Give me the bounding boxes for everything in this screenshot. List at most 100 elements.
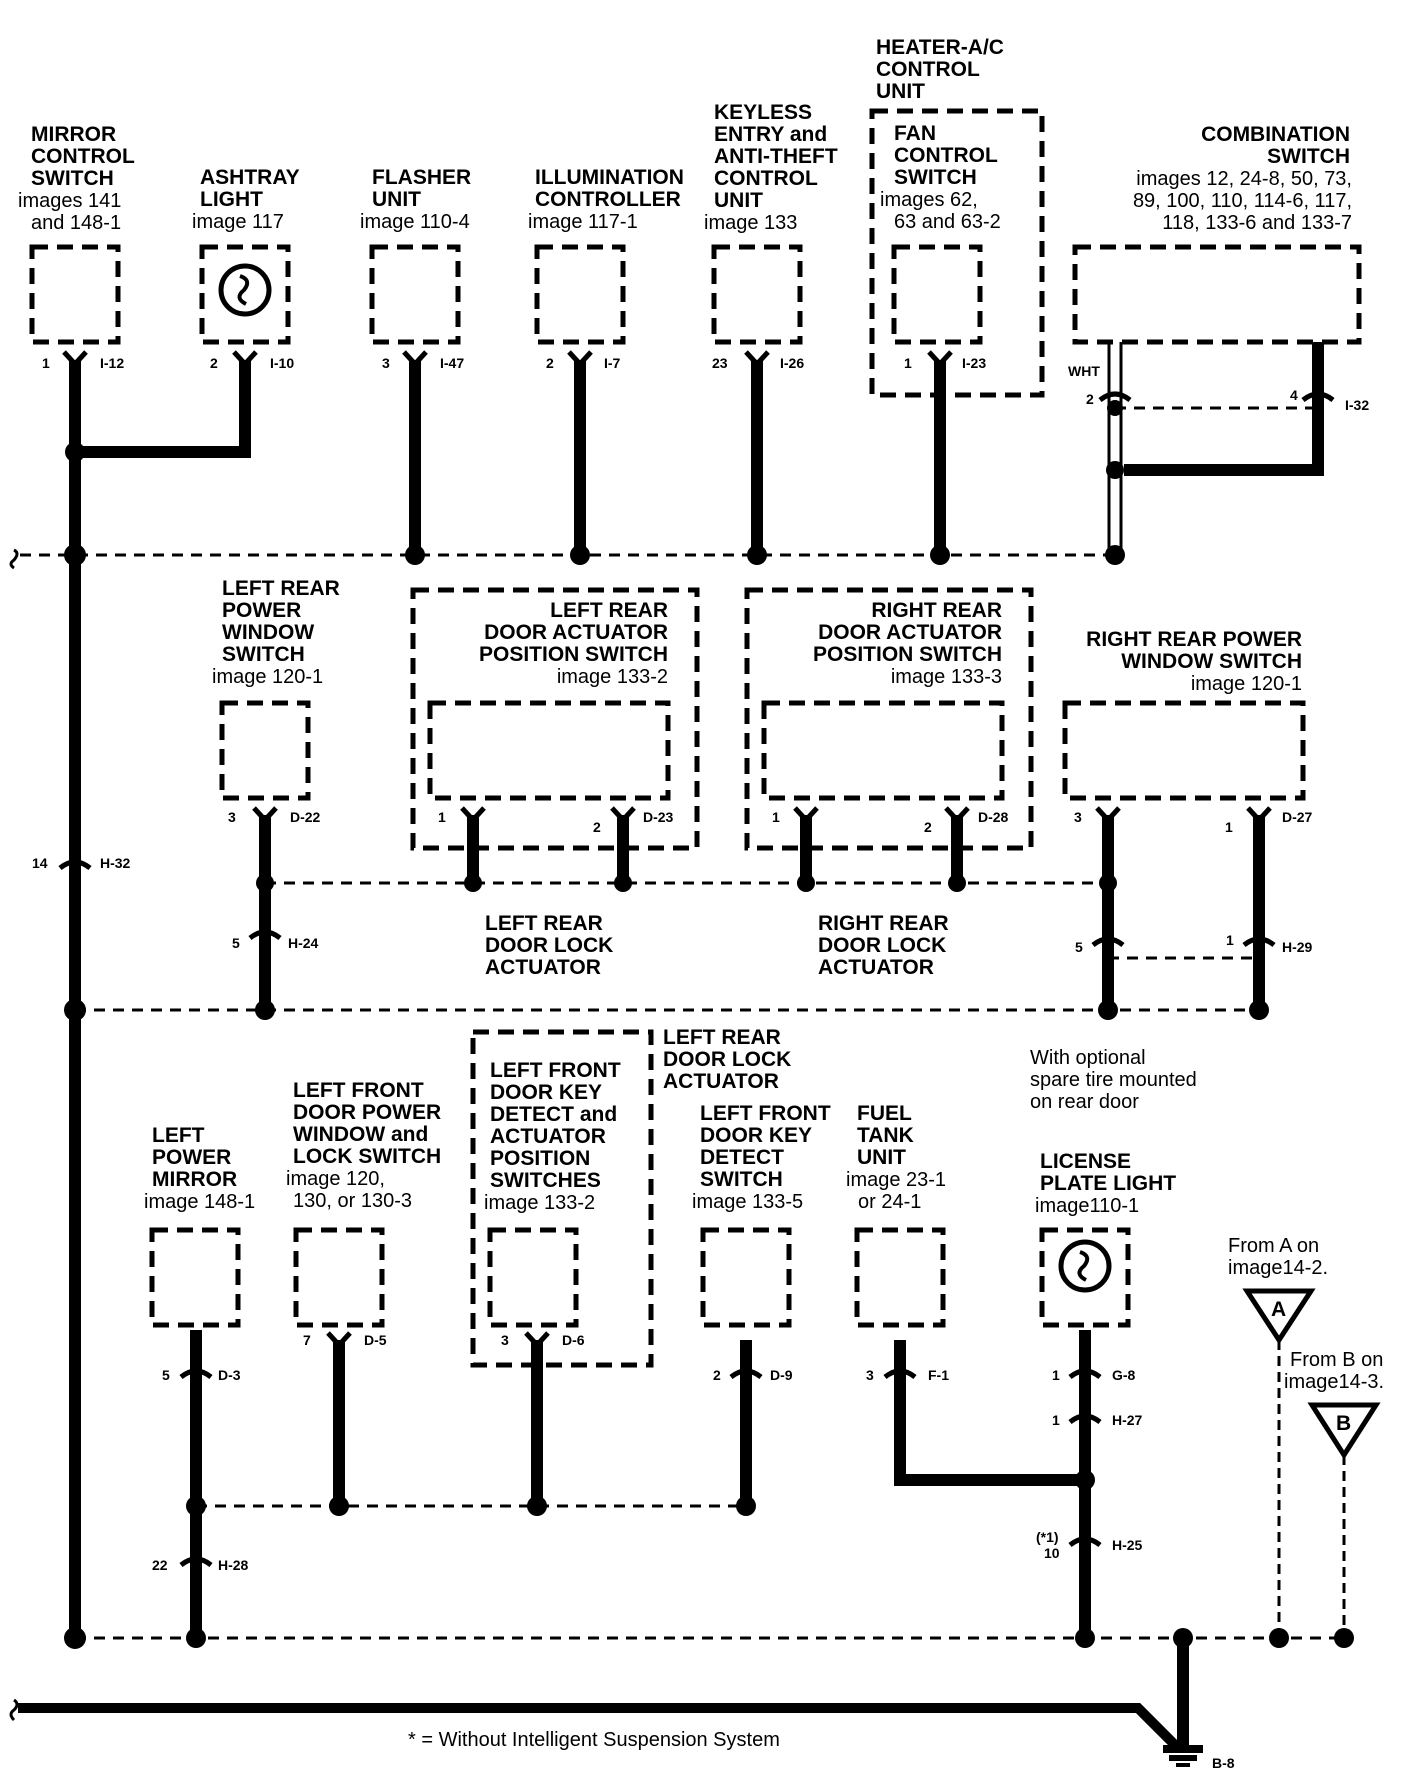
- lr-window-switch-name-3: WINDOW: [222, 621, 314, 644]
- lf-key-detect-outer-box: [470, 1029, 654, 1368]
- left-rear-door-lock-actuator-bottom-label: LEFT REAR DOOR LOCK ACTUATOR: [663, 1026, 791, 1093]
- letter-b: B: [1336, 1412, 1351, 1435]
- fuel-tank-name-1: FUEL: [857, 1102, 912, 1125]
- fan-control-switch-box: [891, 244, 983, 345]
- mirror-control-switch: MIRROR CONTROL SWITCH images 141 and 148…: [18, 123, 135, 371]
- pin-label: 2: [713, 1367, 721, 1383]
- flasher-unit: FLASHER UNIT image 110-4 3 I-47: [360, 166, 471, 371]
- lf-key-actuator-name-3: DETECT and: [490, 1103, 617, 1126]
- top-bus: [9, 544, 1125, 570]
- license-plate-note-3: on rear door: [1030, 1091, 1139, 1113]
- ashtray-light-box: [199, 244, 291, 345]
- pin-label: (*1): [1036, 1529, 1059, 1545]
- lr-window-switch-name-2: POWER: [222, 599, 301, 622]
- heater-ac-name-1: HEATER-A/C: [876, 36, 1004, 59]
- lf-window-switch-box: [293, 1227, 385, 1328]
- heater-ac-name-2: CONTROL: [876, 58, 980, 81]
- lr-window-switch-ref: image 120-1: [212, 666, 323, 688]
- from-a-text-2: image14-2.: [1228, 1257, 1328, 1279]
- lf-key-detect-name-4: SWITCH: [700, 1168, 783, 1191]
- main-inline-connector: H-32: [100, 855, 131, 871]
- lr-lock-actuator-name-2: DOOR LOCK: [485, 934, 613, 957]
- left-front-door-key-detect-switch: LEFT FRONT DOOR KEY DETECT SWITCH image …: [692, 1102, 831, 1383]
- rr-actuator-outer-box: [744, 587, 1034, 851]
- mirror-control-switch-name-3: SWITCH: [31, 167, 114, 190]
- bottom-wires: [9, 1330, 1354, 1767]
- fuel-tank-ref-1: image 23-1: [846, 1169, 946, 1191]
- from-b-text-1: From B on: [1290, 1349, 1383, 1371]
- pin-label: 2: [1086, 391, 1094, 407]
- lf-key-detect-name-1: LEFT FRONT: [700, 1102, 831, 1125]
- heater-ac-ref-2: 63 and 63-2: [894, 211, 1001, 233]
- combination-switch-name-1: COMBINATION: [1201, 123, 1350, 146]
- lf-key-actuator-name-2: DOOR KEY: [490, 1081, 602, 1104]
- pin-label: 1: [1052, 1412, 1060, 1428]
- mirror-control-switch-ref-1: images 141: [18, 190, 121, 212]
- pin-label: 5: [162, 1367, 170, 1383]
- fuel-tank-box: [854, 1227, 946, 1328]
- rr-actuator-ref: image 133-3: [891, 666, 1002, 688]
- triangle-a-icon: [1242, 1288, 1316, 1345]
- license-plate-ref: image110-1: [1035, 1195, 1139, 1217]
- lf-window-switch-name-2: DOOR POWER: [293, 1101, 441, 1124]
- letter-a: A: [1271, 1298, 1286, 1321]
- lr-actuator-name-1: LEFT REAR: [550, 599, 668, 622]
- lr-actuator-name-2: DOOR ACTUATOR: [484, 621, 668, 644]
- from-a-text-1: From A on: [1228, 1235, 1319, 1257]
- lf-key-actuator-name-4: ACTUATOR: [490, 1125, 606, 1148]
- connector-label: D-23: [643, 809, 674, 825]
- left-power-mirror-name-3: MIRROR: [152, 1168, 237, 1191]
- lr-actuator-outer-box: [410, 587, 700, 851]
- left-rear-door-actuator-position-switch: LEFT REAR DOOR ACTUATOR POSITION SWITCH …: [410, 587, 700, 851]
- combination-switch-ref-3: 118, 133-6 and 133-7: [1162, 212, 1352, 234]
- wire-color-label: WHT: [1068, 363, 1100, 379]
- ashtray-light-name-2: LIGHT: [200, 188, 263, 211]
- bulb-icon: [218, 263, 272, 317]
- lr-lock-actuator-bottom-name-1: LEFT REAR: [663, 1026, 781, 1049]
- connector-label: D-5: [364, 1332, 387, 1348]
- heater-ac-outer-box: [869, 108, 1045, 398]
- connector-label: F-1: [928, 1367, 949, 1383]
- pin-label: 5: [232, 935, 240, 951]
- lr-window-switch-box: [219, 700, 311, 801]
- fuel-tank-name-2: TANK: [857, 1124, 914, 1147]
- left-power-mirror-name-1: LEFT: [152, 1124, 205, 1147]
- keyless-entry-name-5: UNIT: [714, 189, 763, 212]
- keyless-entry-name-2: ENTRY and: [714, 123, 827, 146]
- lr-window-switch-name-1: LEFT REAR: [222, 577, 340, 600]
- triangle-b-icon: [1307, 1402, 1381, 1460]
- fan-control-switch-name-2: CONTROL: [894, 144, 998, 167]
- keyless-entry-box: [711, 244, 803, 345]
- lr-window-switch-name-4: SWITCH: [222, 643, 305, 666]
- combination-switch-box: [1072, 244, 1362, 345]
- connector-label: D-27: [1282, 809, 1313, 825]
- lr-actuator-box: [427, 700, 671, 801]
- right-rear-door-actuator-position-switch: RIGHT REAR DOOR ACTUATOR POSITION SWITCH…: [744, 587, 1034, 851]
- fuel-tank-unit: FUEL TANK UNIT image 23-1 or 24-1 3 F-1: [846, 1102, 949, 1383]
- rr-lock-actuator-name-1: RIGHT REAR: [818, 912, 949, 935]
- combination-switch-ref-2: 89, 100, 110, 114-6, 117,: [1133, 190, 1352, 212]
- pin-label: 2: [210, 355, 218, 371]
- connector-label: H-25: [1112, 1537, 1143, 1553]
- keyless-entry-unit: KEYLESS ENTRY and ANTI-THEFT CONTROL UNI…: [704, 101, 838, 371]
- pin-label: 2: [924, 819, 932, 835]
- lf-window-switch-name-1: LEFT FRONT: [293, 1079, 424, 1102]
- rr-actuator-name-3: POSITION SWITCH: [813, 643, 1002, 666]
- left-front-door-power-window-switch: LEFT FRONT DOOR POWER WINDOW and LOCK SW…: [286, 1079, 441, 1348]
- heater-ac-name-3: UNIT: [876, 80, 925, 103]
- pin-label: 3: [866, 1367, 874, 1383]
- connector-label: I-32: [1345, 397, 1369, 413]
- connector-label: D-9: [770, 1367, 793, 1383]
- pin-label: 22: [152, 1557, 168, 1573]
- heater-ac-ref-1: images 62,: [880, 189, 978, 211]
- connector-label: H-29: [1282, 939, 1313, 955]
- lr-lock-actuator-bottom-name-2: DOOR LOCK: [663, 1048, 791, 1071]
- mirror-control-switch-name-2: CONTROL: [31, 145, 135, 168]
- connector-label: H-27: [1112, 1412, 1143, 1428]
- connector-glyphs: [58, 350, 1335, 1568]
- lr-actuator-ref: image 133-2: [557, 666, 668, 688]
- ashtray-light-ref: image 117: [192, 211, 284, 233]
- left-front-door-key-detect-actuator-switches: LEFT FRONT DOOR KEY DETECT and ACTUATOR …: [470, 1029, 654, 1368]
- illumination-controller-ref: image 117-1: [528, 211, 638, 233]
